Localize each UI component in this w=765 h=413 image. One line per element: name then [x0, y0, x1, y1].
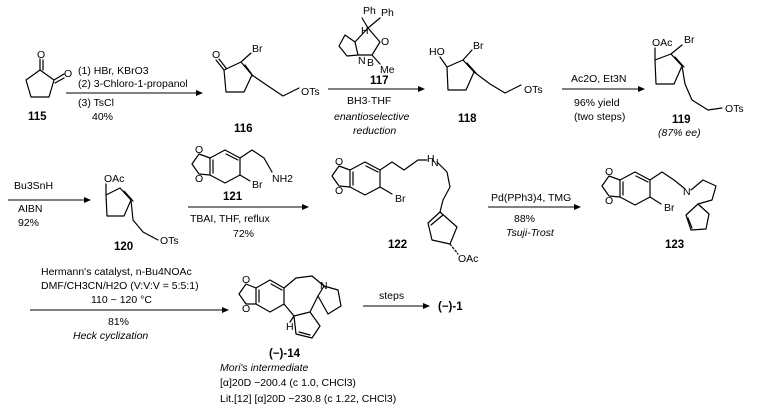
- literature-rotation: Lit.[12] [α]20D −230.8 (c 1.22, CHCl3): [220, 393, 396, 405]
- cbs-catalyst-117-structure: Ph Ph O N B Me H: [338, 5, 395, 76]
- step2-note-2: reduction: [353, 125, 396, 137]
- compound-14-structure: O O N H: [238, 274, 342, 339]
- step1-reagent-1: (1) HBr, KBrO3: [78, 65, 149, 77]
- step3-yield: 96% yield: [574, 97, 620, 109]
- compound-label-121: 121: [223, 191, 243, 203]
- svg-text:NH2: NH2: [272, 173, 293, 185]
- compound-116-structure: O Br OTs: [212, 43, 320, 98]
- svg-text:OTs: OTs: [524, 84, 543, 96]
- svg-text:Br: Br: [395, 193, 406, 205]
- svg-text:Me: Me: [380, 64, 395, 76]
- compound-119-structure: OAc Br OTs: [652, 34, 744, 115]
- step1-yield: 40%: [92, 111, 113, 123]
- svg-text:O: O: [242, 303, 250, 315]
- step4-reagent-1: Bu3SnH: [14, 180, 53, 192]
- step7-reagent-3: 110 ~ 120 °C: [91, 294, 152, 306]
- svg-text:H: H: [286, 321, 294, 333]
- compound-label-118: 118: [458, 113, 477, 125]
- compound-label-122: 122: [388, 239, 407, 251]
- step6-reagent: Pd(PPh3)4, TMG: [491, 192, 571, 204]
- compound-label-120: 120: [114, 241, 133, 253]
- compound-label-115: 115: [28, 111, 47, 123]
- svg-text:O: O: [605, 195, 613, 207]
- step2-note-1: enantioselective: [334, 111, 409, 123]
- svg-text:Br: Br: [664, 202, 675, 214]
- moris-intermediate-label: Mori's intermediate: [220, 362, 309, 374]
- svg-text:O: O: [242, 274, 250, 286]
- svg-text:N: N: [358, 55, 366, 67]
- svg-text:Ph: Ph: [363, 5, 376, 17]
- svg-text:O: O: [195, 173, 203, 185]
- svg-text:H: H: [427, 153, 435, 165]
- compound-label-14: (−)-14: [269, 348, 301, 360]
- svg-text:O: O: [335, 185, 343, 197]
- arrow-head: [423, 303, 430, 309]
- svg-text:O: O: [212, 49, 220, 61]
- svg-text:OTs: OTs: [301, 86, 320, 98]
- atom-o: O: [37, 49, 45, 61]
- compound-119-ee: (87% ee): [658, 127, 701, 139]
- compound-label-119: 119: [672, 114, 691, 126]
- compound-label-123: 123: [665, 239, 684, 251]
- svg-text:Br: Br: [252, 179, 263, 191]
- svg-text:O: O: [335, 156, 343, 168]
- svg-text:OTs: OTs: [160, 235, 179, 247]
- svg-text:OAc: OAc: [458, 253, 478, 265]
- svg-text:OTs: OTs: [725, 103, 744, 115]
- step4-yield: 92%: [18, 217, 39, 229]
- svg-text:H: H: [361, 25, 369, 37]
- compound-label-116: 116: [234, 123, 253, 135]
- arrow-head: [638, 86, 645, 92]
- step1-reagent-3: (3) TsCl: [78, 97, 114, 109]
- final-product-label: (−)-1: [438, 301, 463, 313]
- compound-label-117: 117: [370, 75, 389, 87]
- svg-text:N: N: [431, 157, 439, 169]
- step5-reagent: TBAI, THF, reflux: [190, 213, 270, 225]
- step7-reagent-1: Hermann's catalyst, n-Bu4NOAc: [41, 266, 192, 278]
- arrow-head: [196, 90, 203, 96]
- svg-text:Ph: Ph: [381, 7, 394, 19]
- arrow-head: [574, 204, 581, 210]
- compound-123-structure: O O Br N: [601, 166, 717, 231]
- atom-o: O: [64, 68, 72, 80]
- arrow-head: [418, 86, 425, 92]
- arrow-head: [84, 197, 91, 203]
- step1-reagent-2: (2) 3-Chloro-1-propanol: [78, 78, 188, 90]
- step7-yield: 81%: [108, 316, 129, 328]
- step2-reagent: BH3·THF: [347, 95, 391, 107]
- arrow-head: [222, 307, 229, 313]
- svg-text:HO: HO: [429, 46, 445, 58]
- svg-text:Br: Br: [473, 40, 484, 52]
- svg-text:O: O: [195, 144, 203, 156]
- step3-note: (two steps): [574, 111, 625, 123]
- svg-text:B: B: [367, 57, 374, 69]
- step8-label: steps: [379, 290, 404, 302]
- step7-reagent-2: DMF/CH3CN/H2O (V:V:V = 5:5:1): [41, 280, 199, 292]
- step5-yield: 72%: [233, 228, 254, 240]
- amine-121-structure: O O Br NH2: [191, 144, 293, 191]
- svg-text:Br: Br: [684, 34, 695, 46]
- compound-120-structure: OAc OTs: [104, 173, 179, 247]
- step3-reagent: Ac2O, Et3N: [571, 73, 626, 85]
- svg-text:OAc: OAc: [652, 37, 672, 49]
- compound-118-structure: HO Br OTs: [429, 40, 543, 96]
- svg-text:Br: Br: [252, 43, 263, 55]
- arrow-head: [302, 204, 309, 210]
- specific-rotation: [α]20D −200.4 (c 1.0, CHCl3): [220, 377, 356, 389]
- svg-text:O: O: [605, 166, 613, 178]
- step6-yield: 88%: [514, 213, 535, 225]
- svg-text:N: N: [320, 280, 328, 292]
- svg-text:OAc: OAc: [104, 173, 124, 185]
- step4-reagent-2: AIBN: [18, 203, 43, 215]
- step7-note: Heck cyclization: [73, 330, 148, 342]
- compound-122-structure: O O Br H N OAc: [331, 153, 478, 265]
- compound-115-structure: O O: [25, 49, 72, 98]
- svg-text:O: O: [381, 36, 389, 48]
- step6-note: Tsuji-Trost: [506, 227, 555, 239]
- svg-text:N: N: [683, 186, 691, 198]
